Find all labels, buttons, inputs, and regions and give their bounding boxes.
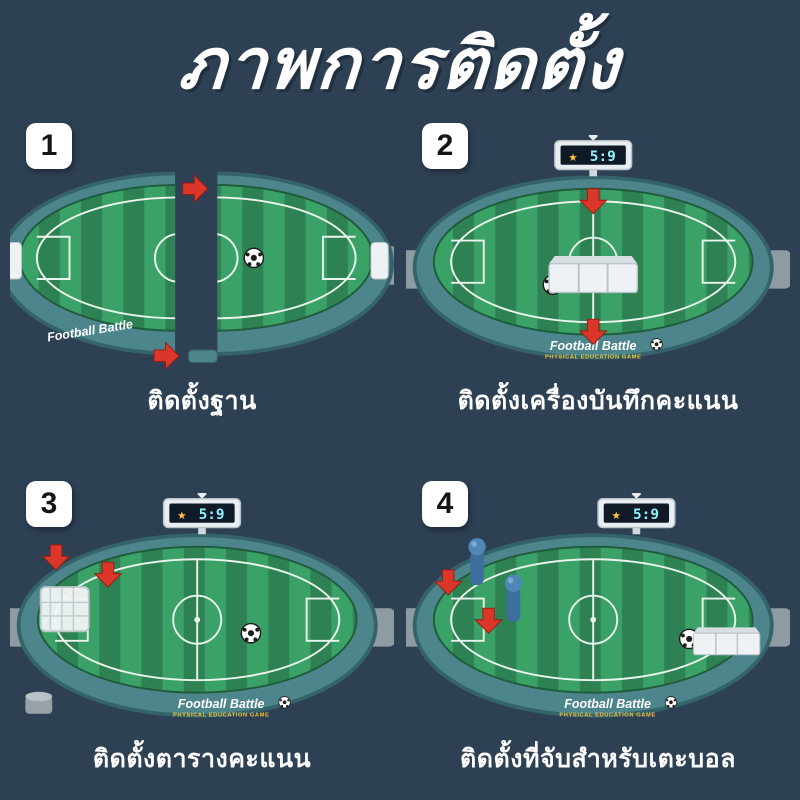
step-2: 2 Football Battle PHYSICAL EDUCATION GAM… <box>406 121 790 421</box>
step-2-photo: Football Battle PHYSICAL EDUCATION GAME … <box>406 135 790 375</box>
scoreboard: ★ 5:9 <box>554 135 633 177</box>
step-3: 3 Football Battle PHYSICAL EDUCATION GAM… <box>10 479 394 779</box>
soccer-ball-icon <box>240 622 262 644</box>
connector-clip <box>188 349 218 363</box>
red-arrow-icon <box>182 174 209 203</box>
step-2-number: 2 <box>436 129 454 162</box>
step-4-photo: Football Battle PHYSICAL EDUCATION GAME … <box>406 493 790 733</box>
tagline-text: PHYSICAL EDUCATION GAME <box>545 355 641 361</box>
brand-text: Football Battle <box>178 697 265 711</box>
step-3-photo: Football Battle PHYSICAL EDUCATION GAME … <box>10 493 394 733</box>
tagline-text: PHYSICAL EDUCATION GAME <box>173 713 269 719</box>
step-3-number: 3 <box>40 487 58 520</box>
page-title: ภาพการติดตั้ง <box>176 25 624 103</box>
brand-ball-icon <box>664 696 678 709</box>
scoreboard: ★ 5:9 <box>162 493 242 536</box>
field-left-half: Football Battle <box>10 171 176 356</box>
field-right-half <box>217 171 394 356</box>
step-2-number-badge: 2 <box>422 123 468 169</box>
scoreboard: ★ 5:9 <box>597 493 676 536</box>
scoreboard-table-illustration: Football Battle PHYSICAL EDUCATION GAME … <box>10 493 394 719</box>
tagline-text: PHYSICAL EDUCATION GAME <box>559 713 655 719</box>
trophy-icon: ★ <box>177 510 186 522</box>
step-1-caption: ติดตั้งฐาน <box>147 387 257 415</box>
goal-rack <box>10 242 22 280</box>
kick-handle <box>504 574 523 622</box>
score-display: 5:9 <box>590 149 616 165</box>
goal-rack <box>370 242 389 280</box>
step-4-number-badge: 4 <box>422 481 468 527</box>
shelf-rack <box>692 626 761 656</box>
score-recorder-illustration: Football Battle PHYSICAL EDUCATION GAME … <box>406 135 790 361</box>
trophy-icon: ★ <box>568 152 577 164</box>
brand-ball-icon <box>650 338 663 351</box>
score-display: 5:9 <box>199 507 225 523</box>
step-3-number-badge: 3 <box>26 481 72 527</box>
football-field: Football Battle PHYSICAL EDUCATION GAME <box>406 533 790 719</box>
kick-handle <box>468 538 486 586</box>
shelf-rack <box>548 254 639 294</box>
cup-holder <box>25 691 53 714</box>
kick-handle-illustration: Football Battle PHYSICAL EDUCATION GAME … <box>406 493 790 719</box>
step-2-caption: ติดตั้งเครื่องบันทึกคะแนน <box>457 387 739 415</box>
score-display: 5:9 <box>633 507 659 523</box>
step-4-number: 4 <box>436 487 454 520</box>
soccer-ball-icon <box>243 247 265 269</box>
step-4: 4 Football Battle PHYSICAL EDUCATION GAM… <box>406 479 790 779</box>
brand-text: Football Battle <box>564 697 651 711</box>
step-1-number-badge: 1 <box>26 123 72 169</box>
brand-text: Football Battle <box>550 339 637 353</box>
step-1: 1 Football Battle <box>10 121 394 421</box>
football-field: Football Battle PHYSICAL EDUCATION GAME <box>406 175 790 361</box>
step-1-number: 1 <box>40 129 58 162</box>
base-assembly-illustration: Football Battle <box>10 171 394 370</box>
football-field: Football Battle PHYSICAL EDUCATION GAME <box>10 533 394 719</box>
step-1-photo: Football Battle <box>10 135 394 375</box>
step-3-caption: ติดตั้งตารางคะแนน <box>92 745 312 773</box>
steps-grid: 1 Football Battle <box>0 121 800 779</box>
step-4-caption: ติดตั้งที่จับสำหรับเตะบอล <box>460 745 736 773</box>
brand-ball-icon <box>278 696 291 709</box>
goal-net <box>39 586 90 633</box>
trophy-icon: ★ <box>612 510 621 522</box>
